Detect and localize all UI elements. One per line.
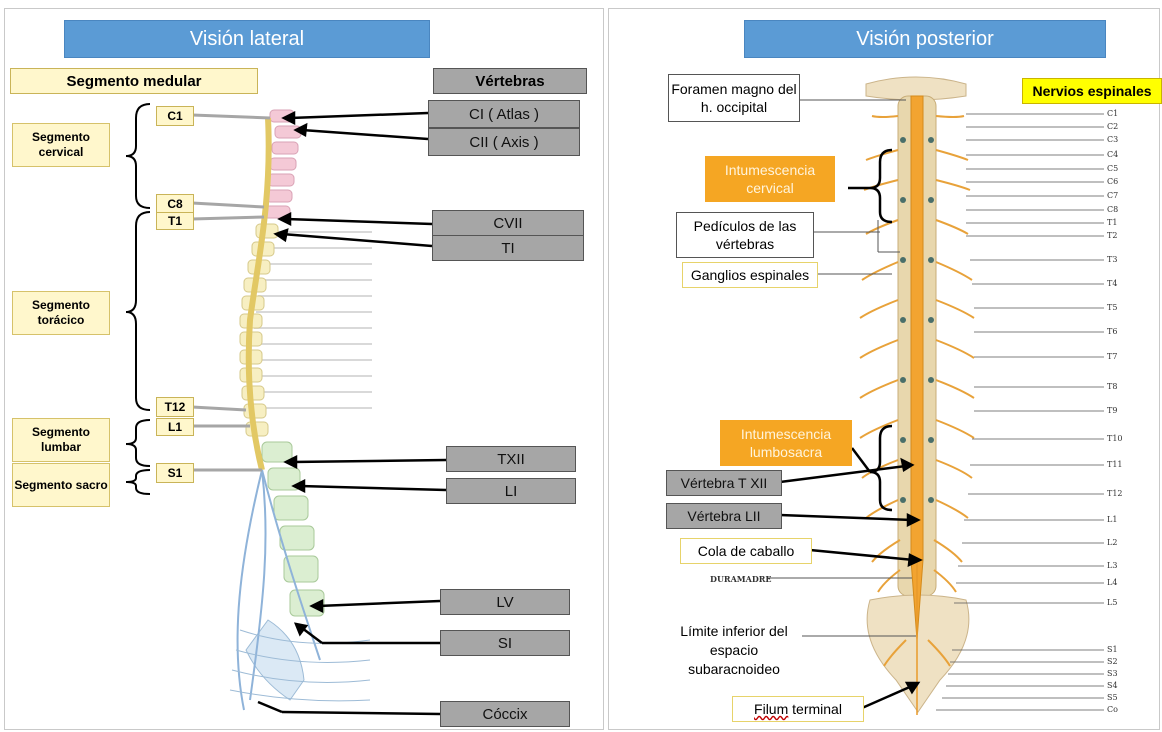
- level-s1: S1: [156, 463, 194, 483]
- segment-lumbar-label: Segmento lumbar: [12, 418, 110, 462]
- nerve-label-t10: T10: [1107, 434, 1123, 443]
- nerve-label-t9: T9: [1107, 406, 1117, 415]
- nerve-label-s3: S3: [1107, 669, 1118, 678]
- vertebra-si-label: SI: [440, 630, 570, 656]
- vertebra-lii-posterior-label: Vértebra LII: [666, 503, 782, 529]
- nerve-label-t6: T6: [1107, 327, 1117, 336]
- nerve-label-c3: C3: [1107, 135, 1118, 144]
- segment-header: Segmento medular: [10, 68, 258, 94]
- nerves-header: Nervios espinales: [1022, 78, 1162, 104]
- nerve-label-t7: T7: [1107, 352, 1117, 361]
- nerve-label-co: Co: [1107, 705, 1118, 714]
- vertebra-lv-label: LV: [440, 589, 570, 615]
- vertebra-txii-posterior-label: Vértebra T XII: [666, 470, 782, 496]
- level-l1: L1: [156, 418, 194, 436]
- level-t12: T12: [156, 397, 194, 417]
- nerve-label-t12: T12: [1107, 489, 1123, 498]
- nerve-label-s4: S4: [1107, 681, 1118, 690]
- nerve-label-l3: L3: [1107, 561, 1117, 570]
- level-t1: T1: [156, 212, 194, 230]
- vertebrae-header: Vértebras: [433, 68, 587, 94]
- vertebra-atlas-label: CI ( Atlas ): [428, 100, 580, 128]
- nerve-label-l2: L2: [1107, 538, 1117, 547]
- vertebra-cvii-label: CVII: [432, 210, 584, 236]
- level-c1: C1: [156, 106, 194, 126]
- vertebra-li-label: LI: [446, 478, 576, 504]
- segment-toracico-label: Segmento torácico: [12, 291, 110, 335]
- nerve-label-t1: T1: [1107, 218, 1117, 227]
- nerve-label-s5: S5: [1107, 693, 1118, 702]
- level-c8: C8: [156, 194, 194, 214]
- ganglios-label: Ganglios espinales: [682, 262, 818, 288]
- limite-label: Límite inferior del espacio subaracnoide…: [664, 622, 804, 679]
- posterior-title: Visión posterior: [744, 20, 1106, 58]
- nerve-label-l4: L4: [1107, 578, 1117, 587]
- nerve-label-c6: C6: [1107, 177, 1118, 186]
- nerve-label-t8: T8: [1107, 382, 1117, 391]
- nerve-label-t11: T11: [1107, 460, 1123, 469]
- nerve-label-s1: S1: [1107, 645, 1118, 654]
- vertebra-ti-label: TI: [432, 235, 584, 261]
- duramadre-label: DURAMADRE: [710, 574, 772, 584]
- nerve-label-t2: T2: [1107, 231, 1117, 240]
- vertebra-coccix-label: Cóccix: [440, 701, 570, 727]
- nerve-label-t5: T5: [1107, 303, 1117, 312]
- nerve-label-t4: T4: [1107, 279, 1117, 288]
- nerve-label-s2: S2: [1107, 657, 1118, 666]
- nerve-label-c4: C4: [1107, 150, 1118, 159]
- foramen-label: Foramen magno del h. occipital: [668, 74, 800, 122]
- segment-sacro-label: Segmento sacro: [12, 463, 110, 507]
- filum-terminal-label: Filum terminal: [732, 696, 864, 722]
- nerve-label-c1: C1: [1107, 109, 1118, 118]
- nerve-label-l5: L5: [1107, 598, 1117, 607]
- int-lumbosacra-label: Intumescencia lumbosacra: [720, 420, 852, 466]
- nerve-label-c2: C2: [1107, 122, 1118, 131]
- segment-cervical-label: Segmento cervical: [12, 123, 110, 167]
- lateral-title: Visión lateral: [64, 20, 430, 58]
- cola-caballo-label: Cola de caballo: [680, 538, 812, 564]
- int-cervical-label: Intumescencia cervical: [705, 156, 835, 202]
- pediculos-label: Pedículos de las vértebras: [676, 212, 814, 258]
- nerve-label-t3: T3: [1107, 255, 1117, 264]
- filum-rest: terminal: [788, 701, 842, 717]
- nerve-label-l1: L1: [1107, 515, 1117, 524]
- nerve-label-c7: C7: [1107, 191, 1118, 200]
- vertebra-txii-label: TXII: [446, 446, 576, 472]
- nerve-label-c5: C5: [1107, 164, 1118, 173]
- filum-word: Filum: [754, 701, 788, 717]
- nerve-label-c8: C8: [1107, 205, 1118, 214]
- vertebra-axis-label: CII ( Axis ): [428, 128, 580, 156]
